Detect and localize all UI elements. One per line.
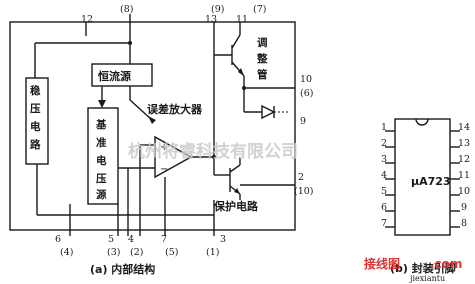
pin-5: 5 [108,234,114,245]
pin-2-right: 2 [298,172,304,183]
svg-text:电: 电 [30,120,41,133]
site-watermark-url: jiexiantu [409,274,445,283]
svg-text:3: 3 [381,154,387,165]
amp-minus: − [160,164,168,175]
pin-1-paren: (1) [206,247,219,258]
protection-label: 保护电路 [213,199,259,213]
pin-7: 7 [161,234,167,245]
pin-3-paren: (3) [107,247,120,258]
svg-text:12: 12 [458,154,470,165]
svg-text:准: 准 [96,136,107,149]
pin-10-paren: (10) [294,186,314,197]
package-body [394,118,451,236]
amp-plus: + [160,142,168,153]
pin-10: 10 [300,74,312,85]
zener-diode [261,104,276,120]
svg-text:1: 1 [381,122,387,133]
pin-6: 6 [55,234,61,245]
svg-text:5: 5 [381,186,387,197]
current-source-label: 恒流源 [98,69,131,83]
svg-text:电: 电 [96,154,107,167]
watermark-text: 杭州将睿科技有限公司 [128,141,298,162]
svg-text:整: 整 [256,52,268,65]
pin-9-right: 9 [300,116,306,127]
package-right-pins: 14 13 12 11 10 9 8 [450,122,470,229]
svg-text:压: 压 [30,103,41,115]
pin-9-paren: (9) [211,4,224,15]
zener-label: 稳 压 电 路 [30,84,41,151]
pin-11: 11 [236,14,248,25]
caption-right: (b) 封装引脚 [390,261,456,275]
svg-text:路: 路 [30,138,41,151]
current-source-block [91,63,153,87]
outer-box [9,21,296,231]
svg-text:基: 基 [95,118,107,131]
site-watermark-en: .com [430,257,462,271]
package-notch [415,118,429,126]
pass-transistor-label: 调 整 管 [256,36,268,81]
reference-block [87,107,119,205]
svg-text:7: 7 [381,218,387,229]
site-watermark-cn: 接线图 [364,256,400,271]
pin-7-paren: (7) [253,4,266,15]
pin-8-paren: (8) [120,4,133,15]
svg-text:4: 4 [381,170,387,181]
reference-label: 基 准 电 压 源 [95,118,107,201]
svg-text:13: 13 [458,138,470,149]
svg-text:2: 2 [381,138,387,149]
package-left-pins: 1 2 3 4 5 6 7 [381,122,395,229]
svg-text:稳: 稳 [30,84,41,97]
pin-4: 4 [128,234,134,245]
svg-text:6: 6 [381,202,387,213]
pin-6-paren: (6) [300,88,313,99]
svg-text:压: 压 [96,173,107,185]
svg-text:10: 10 [458,186,470,197]
pin-13: 13 [205,14,217,25]
caption-left: (a) 内部结构 [90,262,155,276]
svg-text:9: 9 [461,202,467,213]
svg-text:管: 管 [257,68,268,81]
svg-text:14: 14 [458,122,470,133]
error-amp-label: 误差放大器 [147,102,203,116]
package-label: μA723 [411,175,451,188]
pin-4-paren: (4) [60,247,73,258]
svg-text:源: 源 [96,188,107,201]
pin-2-paren: (2) [130,247,143,258]
svg-text:调: 调 [257,36,268,49]
pin-12: 12 [81,14,93,25]
error-amp-triangle [154,135,193,179]
svg-text:11: 11 [458,170,470,181]
pin-3: 3 [220,234,226,245]
pin-5-paren: (5) [165,247,178,258]
svg-text:8: 8 [461,218,467,229]
